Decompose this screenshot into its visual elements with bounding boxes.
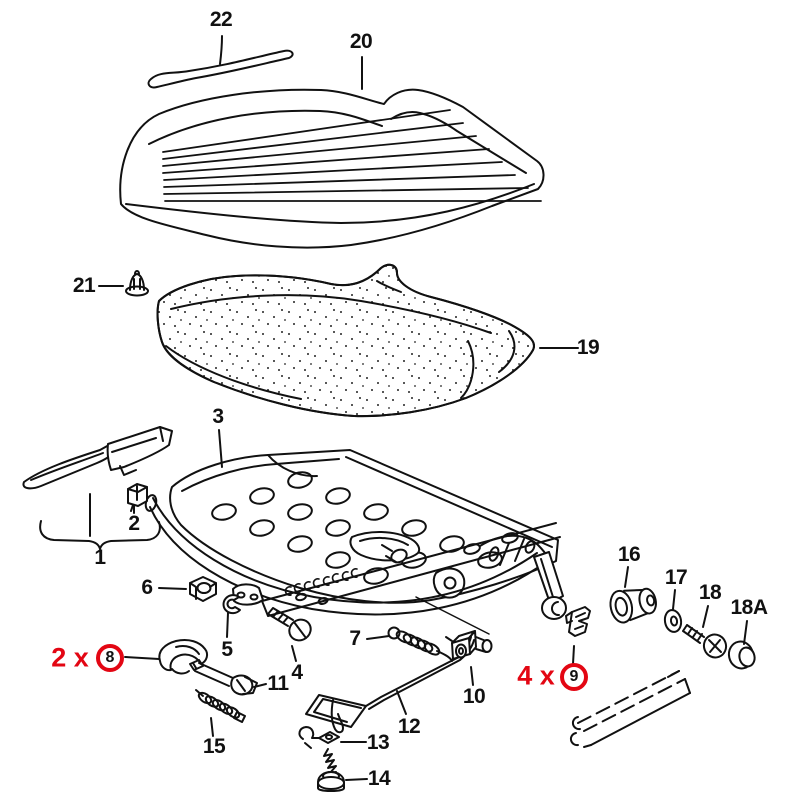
part-4-screw [267, 607, 312, 642]
callout-11: 11 [267, 672, 289, 695]
callout-3: 3 [212, 405, 224, 428]
leader-lines [98, 35, 748, 781]
circled-ref-8: 8 [96, 644, 124, 672]
callout-12: 12 [397, 715, 421, 738]
callout-21: 21 [72, 274, 96, 297]
part-10-guide-block [445, 630, 493, 660]
callout-7: 7 [349, 627, 361, 650]
callout-22: 22 [209, 8, 233, 31]
callout-10: 10 [462, 685, 486, 708]
circled-ref-9: 9 [560, 663, 588, 691]
part-9-clip [565, 606, 591, 637]
callout-18: 18 [698, 581, 722, 604]
part-16-roller [609, 587, 657, 624]
part-19-foam-cushion [156, 263, 535, 418]
callout-1: 1 [94, 546, 106, 569]
callout-4: 4 [291, 661, 303, 684]
callout-20: 20 [349, 30, 373, 53]
rail-notches [284, 568, 358, 596]
part-22-wire [147, 49, 294, 89]
callout-6: 6 [141, 576, 153, 599]
callout-15: 15 [202, 735, 226, 758]
callout-13: 13 [366, 731, 390, 754]
part-20-seat-cover [119, 88, 545, 249]
part-18-screw [682, 624, 728, 659]
callout-2: 2 [128, 512, 140, 535]
part-6-nut [189, 576, 217, 602]
part-11-pin [189, 659, 258, 696]
callout-16: 16 [617, 543, 641, 566]
part-17-washer [663, 609, 683, 633]
part-7-spring [387, 626, 453, 662]
callout-19: 19 [576, 336, 600, 359]
part-15-spring-screw [195, 689, 246, 723]
part-5-clip-washer [222, 594, 241, 615]
part-1-2-trim-pieces [22, 426, 173, 550]
part-12-wire-rod [305, 636, 475, 734]
part-3-seat-frame [144, 449, 567, 635]
callout-18A: 18A [730, 596, 768, 619]
part-13-clamp [298, 726, 340, 749]
callout-17: 17 [664, 566, 688, 589]
seat-rail-channel [569, 670, 691, 748]
callout-5: 5 [221, 638, 233, 661]
quantity-text-8: 2 x [51, 642, 89, 673]
quantity-text-9: 4 x [517, 660, 555, 691]
part-14-screw [317, 748, 345, 792]
part-21-clip [125, 270, 149, 297]
part-18a-cap [727, 640, 756, 670]
callout-14: 14 [367, 767, 391, 790]
